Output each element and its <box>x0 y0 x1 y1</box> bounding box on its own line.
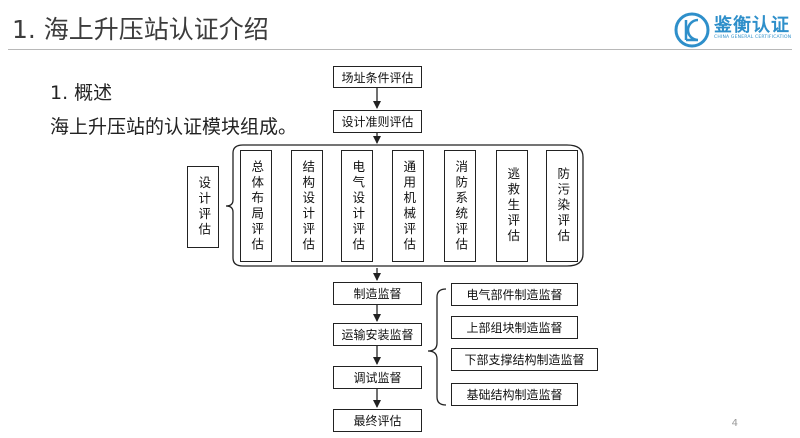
module-escape-rescue: 逃救生评估 <box>496 150 528 262</box>
transport-installation-box: 运输安装监督 <box>333 323 422 346</box>
logo-english-text: CHINA GENERAL CERTIFICATION <box>714 35 792 40</box>
module-electrical-design: 电气设计评估 <box>341 150 373 262</box>
commissioning-supervision-box: 调试监督 <box>333 366 422 389</box>
site-conditions-box: 场址条件评估 <box>333 66 422 88</box>
logo-chinese-text: 鉴衡认证 <box>714 15 790 36</box>
design-assessment-label: 设计评估 <box>187 166 219 248</box>
design-basis-box: 设计准则评估 <box>333 110 422 133</box>
page-title: 1. 海上升压站认证介绍 <box>12 15 269 44</box>
module-fire-protection: 消防系统评估 <box>444 150 476 262</box>
logo-icon <box>674 12 710 48</box>
substructure-manufacturing-box: 下部支撑结构制造监督 <box>451 348 598 371</box>
module-general-layout: 总体布局评估 <box>240 150 272 262</box>
topside-manufacturing-box: 上部组块制造监督 <box>451 316 578 339</box>
module-general-machinery: 通用机械评估 <box>392 150 424 262</box>
final-assessment-box: 最终评估 <box>333 409 422 432</box>
manufacturing-supervision-box: 制造监督 <box>333 282 422 305</box>
module-pollution-prevention: 防污染评估 <box>546 150 578 262</box>
section-description: 海上升压站的认证模块组成。 <box>50 116 298 138</box>
module-structural-design: 结构设计评估 <box>291 150 323 262</box>
page-number: 4 <box>731 418 738 429</box>
foundation-manufacturing-box: 基础结构制造监督 <box>451 383 578 406</box>
title-divider <box>8 49 792 50</box>
section-heading: 1. 概述 <box>50 82 113 104</box>
electrical-parts-manufacturing-box: 电气部件制造监督 <box>451 283 578 306</box>
